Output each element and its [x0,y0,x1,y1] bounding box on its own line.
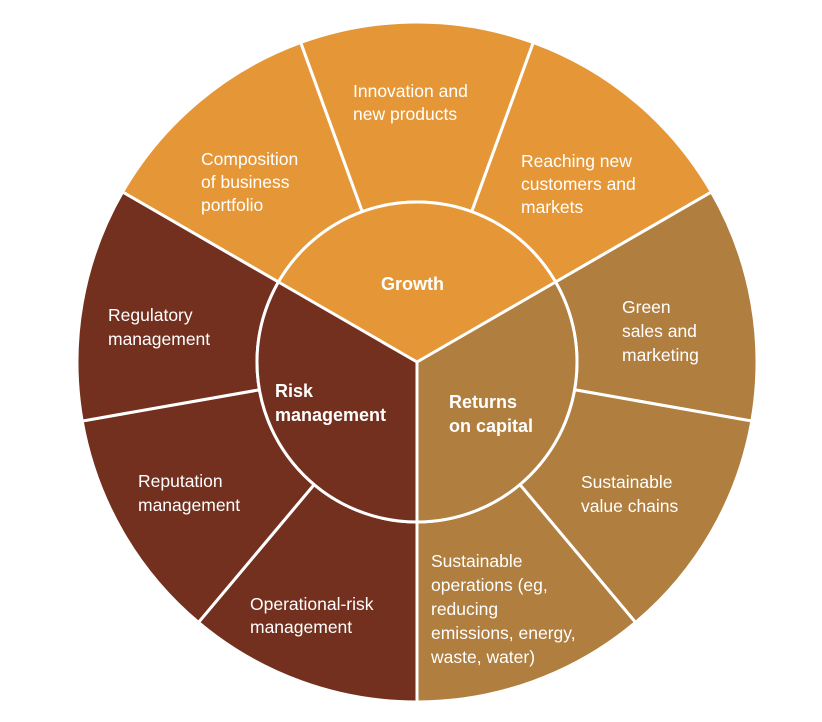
inner-circle [255,200,579,524]
core-returns [417,282,577,522]
core-risk [256,282,417,522]
core-divider-line [416,280,557,364]
outer-ring [75,20,759,704]
core-divider-line [277,280,418,364]
core-label-growth: Growth [381,274,444,294]
